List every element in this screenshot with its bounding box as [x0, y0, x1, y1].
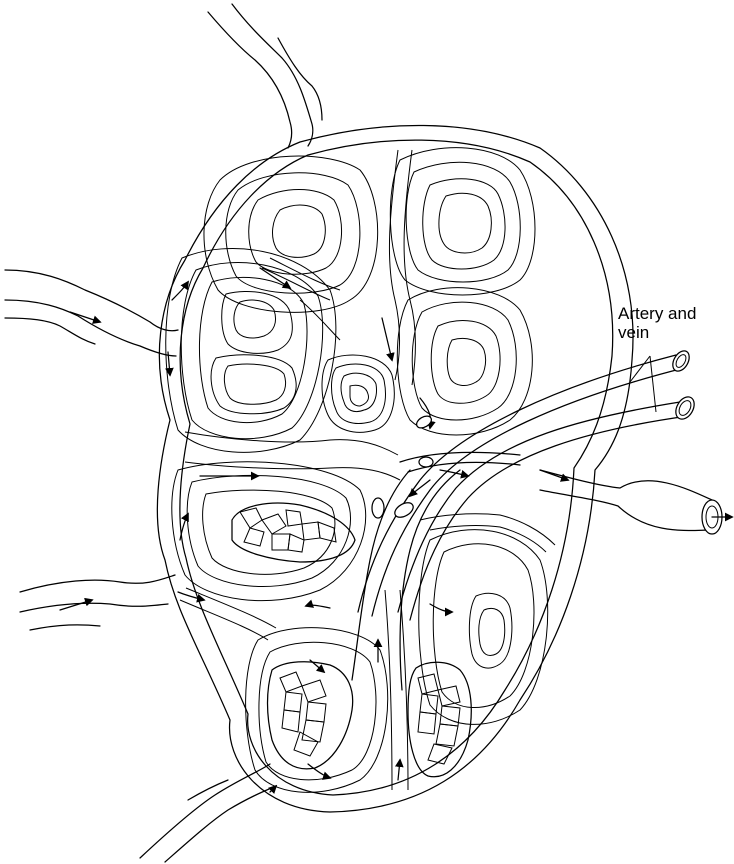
- sinus-channels: [180, 150, 555, 790]
- afferent-vessel-left-upper: [5, 270, 178, 356]
- medullary-plexus-bottom-right: [408, 662, 471, 777]
- follicle-center: [322, 355, 394, 432]
- follicle-mid-left: [166, 248, 336, 452]
- afferent-vessel-left-lower: [20, 575, 175, 630]
- follicle-lower-right: [419, 530, 548, 725]
- artery-and-vein-leader: [630, 356, 656, 412]
- top-vessel: [208, 12, 292, 148]
- hilum-vessels: [352, 355, 688, 690]
- afferent-vessel-bottom: [140, 764, 276, 862]
- artery-end: [669, 348, 692, 374]
- follicle-lower-left: [172, 462, 366, 601]
- follicle-top-right: [390, 148, 535, 295]
- capsule: [157, 125, 633, 812]
- medullary-plexus-left: [232, 503, 355, 562]
- artery-and-vein-label: Artery and vein: [618, 304, 696, 342]
- follicle-right: [397, 288, 532, 435]
- flow-arrows: [60, 268, 568, 792]
